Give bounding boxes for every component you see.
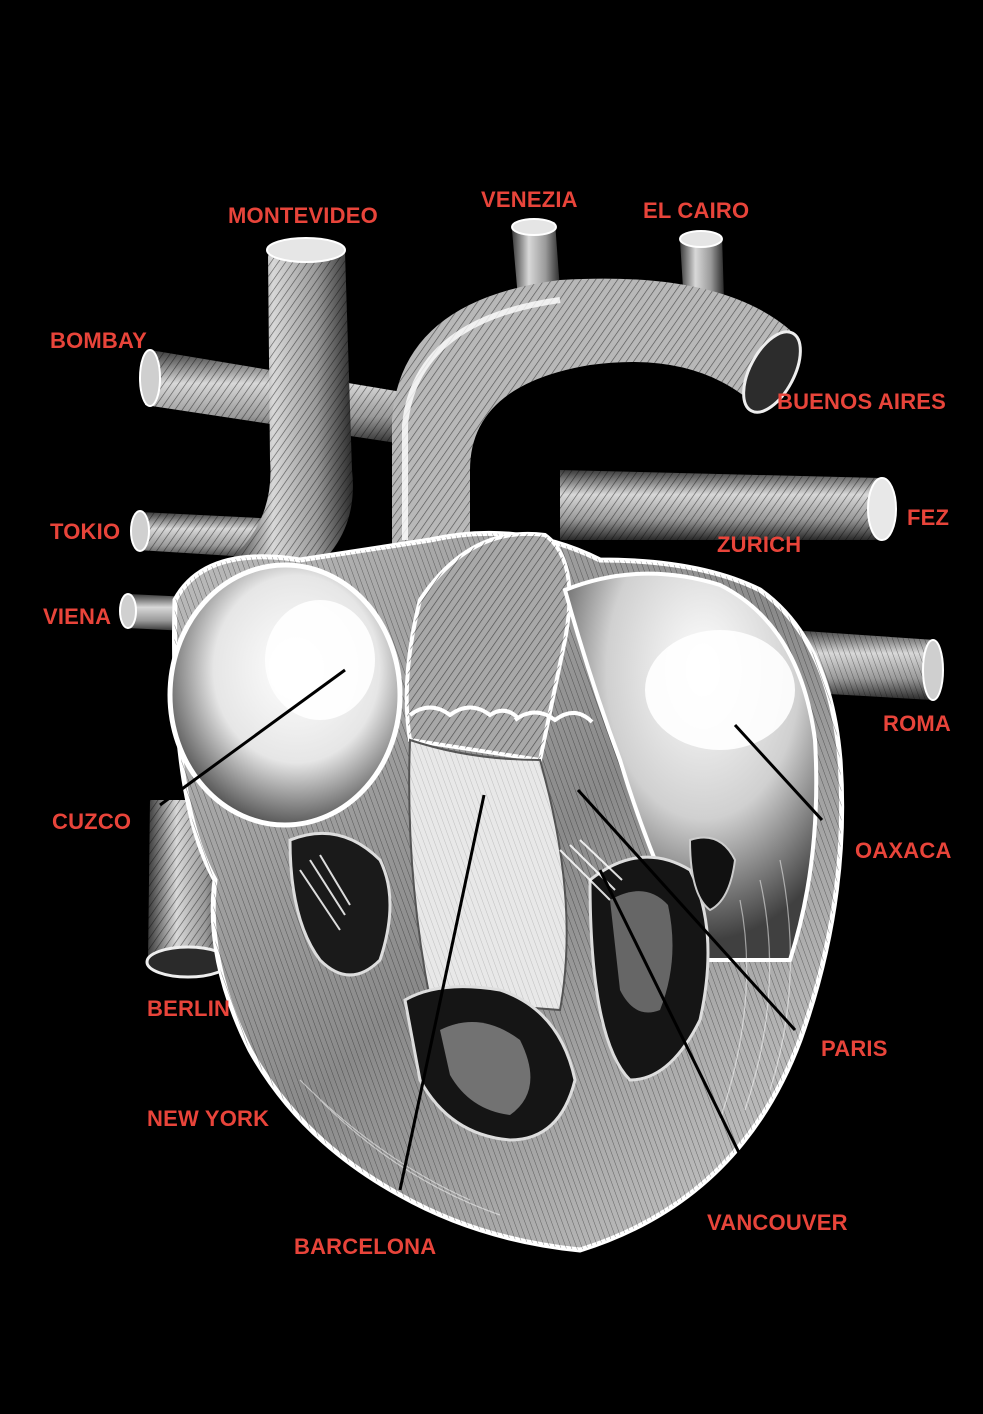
label-berlin: BERLIN	[147, 998, 230, 1020]
label-vancouver: VANCOUVER	[707, 1212, 848, 1234]
label-oaxaca: OAXACA	[855, 840, 952, 862]
label-barcelona: BARCELONA	[294, 1236, 436, 1258]
label-venezia: VENEZIA	[481, 189, 578, 211]
label-el-cairo: EL CAIRO	[643, 200, 749, 222]
label-buenos-aires: BUENOS AIRES	[777, 391, 946, 413]
label-bombay: BOMBAY	[50, 330, 147, 352]
label-paris: PARIS	[821, 1038, 888, 1060]
label-viena: VIENA	[43, 606, 111, 628]
label-cuzco: CUZCO	[52, 811, 131, 833]
label-tokio: TOKIO	[50, 521, 120, 543]
right-atrium	[170, 565, 400, 825]
septum	[409, 740, 567, 1010]
label-new-york: NEW YORK	[147, 1108, 269, 1130]
label-fez: FEZ	[907, 507, 949, 529]
label-roma: ROMA	[883, 713, 951, 735]
label-montevideo: MONTEVIDEO	[228, 205, 378, 227]
label-zurich: ZURICH	[717, 534, 801, 556]
